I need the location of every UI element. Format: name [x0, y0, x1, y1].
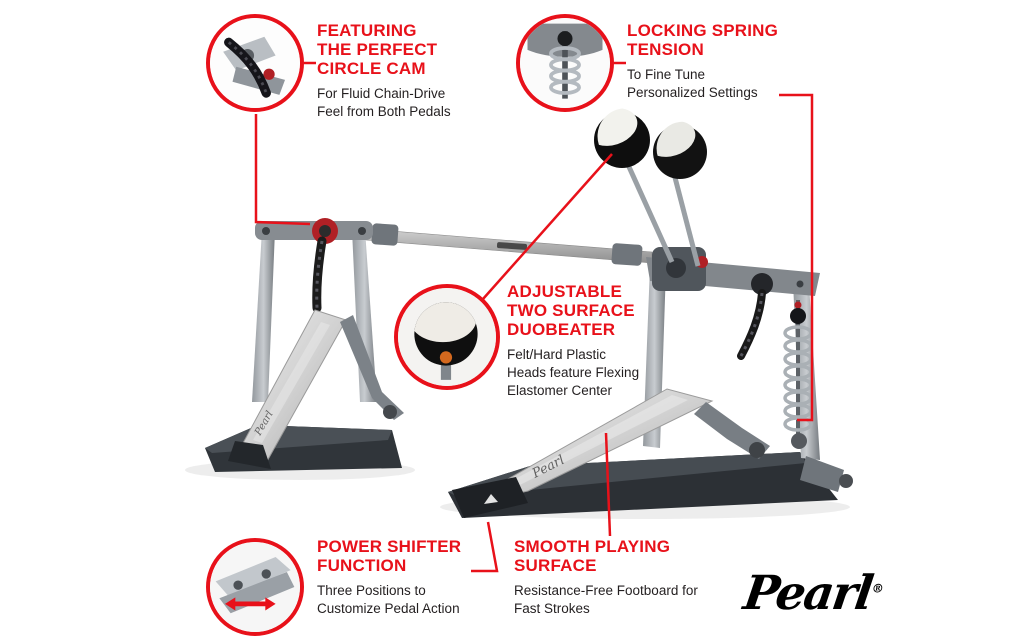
callout-duobeater: ADJUSTABLE TWO SURFACE DUOBEATER Felt/Ha…: [507, 282, 642, 400]
left-pedal: Pearl: [205, 218, 404, 472]
callout-circle-cam: FEATURING THE PERFECT CIRCLE CAM For Flu…: [317, 21, 467, 121]
right-circle-cam: [751, 273, 773, 295]
left-post: [252, 230, 275, 402]
callout-title: LOCKING SPRING TENSION: [627, 21, 779, 60]
callout-title: SMOOTH PLAYING SURFACE: [514, 537, 671, 576]
callout-title: POWER SHIFTER FUNCTION: [317, 537, 462, 576]
callout-smooth-surface: SMOOTH PLAYING SURFACE Resistance-Free F…: [514, 537, 699, 618]
spring-closeup: [520, 18, 610, 108]
power-shifter-closeup: [210, 542, 300, 632]
registered-mark-icon: ®: [870, 581, 885, 596]
pearl-logo: Pearl®: [740, 566, 887, 621]
callout-spring-tension: LOCKING SPRING TENSION To Fine Tune Pers…: [627, 21, 795, 102]
drive-shaft: [365, 223, 653, 266]
circle-cam-closeup: [210, 18, 300, 108]
callout-body: Felt/Hard Plastic Heads feature Flexing …: [507, 347, 640, 398]
left-heel-plate: [228, 441, 271, 469]
callout-title: FEATURING THE PERFECT CIRCLE CAM: [317, 21, 438, 79]
heel-arrow-icon: [484, 494, 498, 504]
pearl-logo-text: Pearl: [740, 566, 875, 621]
callout-body: Three Positions to Customize Pedal Actio…: [317, 583, 460, 616]
left-hoop-clamp: [340, 315, 404, 420]
callout-body: To Fine Tune Personalized Settings: [627, 67, 758, 100]
callout-body: For Fluid Chain-Drive Feel from Both Ped…: [317, 86, 451, 119]
callout-photo-spring: [516, 14, 614, 112]
beater-rod: [669, 165, 701, 267]
callout-title: ADJUSTABLE TWO SURFACE DUOBEATER: [507, 282, 635, 340]
duobeater-closeup: [398, 288, 496, 386]
shift-arrows-icon: [225, 597, 276, 611]
callout-body: Resistance-Free Footboard for Fast Strok…: [514, 583, 698, 616]
beater-rod: [622, 156, 675, 264]
callout-photo-circle-cam: [206, 14, 304, 112]
beater-heads: [590, 108, 707, 179]
callout-power-shifter: POWER SHIFTER FUNCTION Three Positions t…: [317, 537, 492, 618]
callout-photo-duobeater: [394, 284, 500, 390]
callout-photo-power-shifter: [206, 538, 304, 636]
